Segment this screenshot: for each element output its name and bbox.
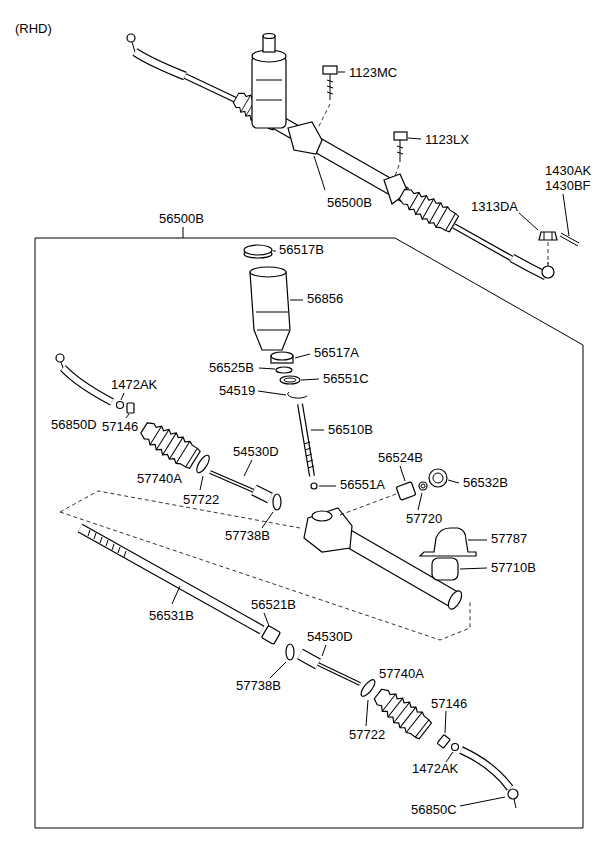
callout-number: 57740A <box>378 667 425 680</box>
callout-number: 56517A <box>313 346 360 359</box>
callout-number: 1313DA <box>470 200 519 213</box>
callout-number: 57738B <box>224 529 271 542</box>
callout-number: 56850D <box>50 418 98 431</box>
callout-number: 54530D <box>232 445 280 458</box>
callout-number: 56500B <box>158 212 205 225</box>
callout-number: 56531B <box>148 609 195 622</box>
callout-number: 1472AK <box>411 762 459 775</box>
callout-number: 1430BF <box>544 179 592 192</box>
callout-number: 1123MC <box>348 66 398 79</box>
diagram-title: (RHD) <box>14 22 53 35</box>
callout-number: 56517B <box>278 243 325 256</box>
callout-number: 56850C <box>410 803 458 816</box>
callout-number: 54519 <box>218 384 256 397</box>
callout-number: 56551C <box>322 372 370 385</box>
callout-number: 56856 <box>306 292 344 305</box>
callout-number: 56500B <box>326 196 373 209</box>
callout-number: 57722 <box>348 728 386 741</box>
callout-number: 56524B <box>377 451 424 464</box>
callout-number: 1472AK <box>110 378 158 391</box>
callout-number: 56521B <box>250 598 297 611</box>
callout-number: 57146 <box>430 697 468 710</box>
callout-number: 56510B <box>327 423 374 436</box>
callout-number: 56532B <box>462 476 509 489</box>
callout-number: 57740A <box>136 472 183 485</box>
callout-number: 57787 <box>490 532 528 545</box>
callout-number: 56551A <box>339 478 386 491</box>
callout-number: 57146 <box>101 420 139 433</box>
callout-number: 57720 <box>405 512 443 525</box>
callout-number: 57738B <box>235 679 282 692</box>
callout-number: 1430AK <box>544 164 592 177</box>
callout-number: 57710B <box>490 561 537 574</box>
callout-number: 54530D <box>306 630 354 643</box>
callout-number: 1123LX <box>424 133 470 146</box>
callout-number: 57722 <box>182 493 220 506</box>
callout-number: 56525B <box>208 361 255 374</box>
